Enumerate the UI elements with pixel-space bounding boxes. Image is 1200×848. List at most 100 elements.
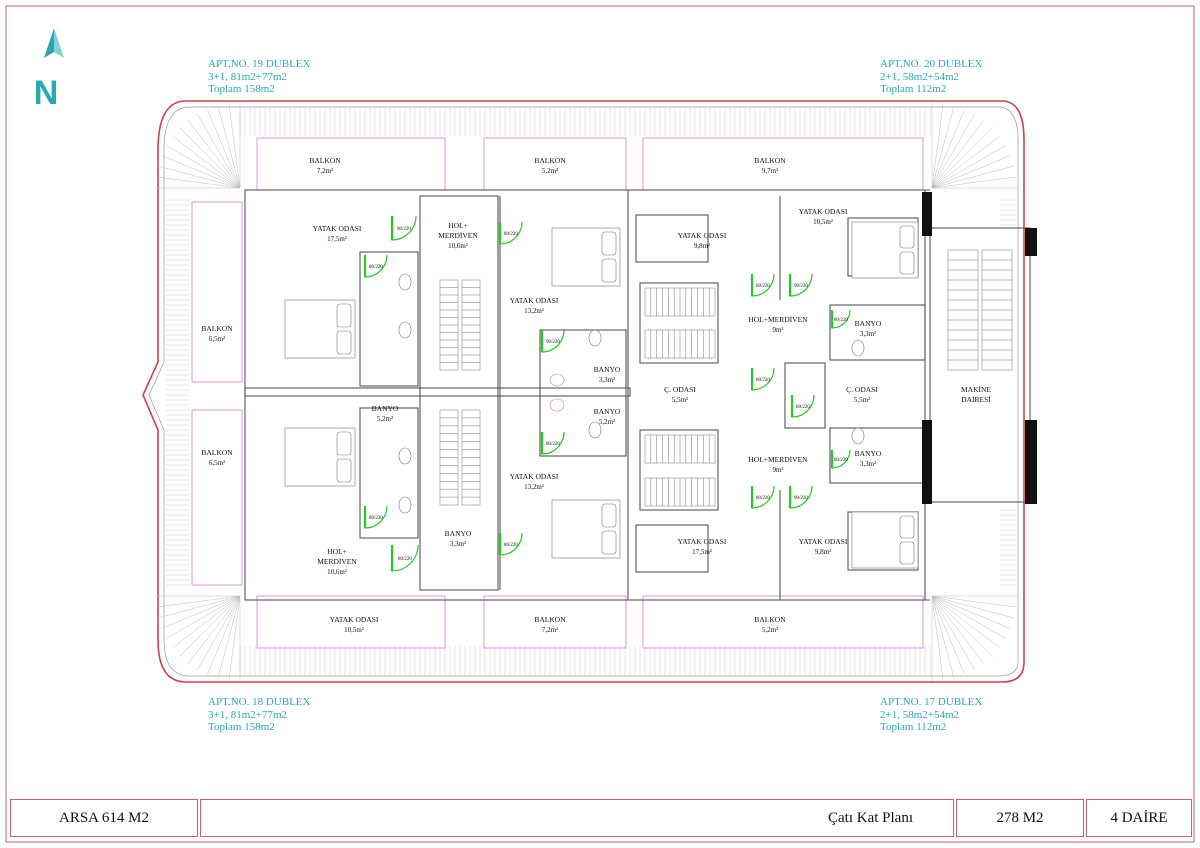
hip-line [228,595,241,681]
balcony-rail [483,595,627,649]
room-name: YATAK ODASI [313,224,362,233]
column [1025,420,1037,504]
sink [549,373,565,387]
door-size-label: 80/220 [796,405,810,410]
hip-line [172,595,241,648]
door-size-label: 80/220 [756,378,770,383]
toilet [588,421,602,439]
hip-line [931,145,1006,189]
roof-tile-hatch [166,108,1016,675]
room-name: BALKON [754,615,786,624]
room-area: 13,2m² [524,307,544,315]
hip-line [228,103,241,189]
room-name: BALKON [754,156,786,165]
room-area: 17,5m² [327,235,347,243]
pillow [601,258,617,283]
column [922,420,932,504]
pillow [899,515,915,539]
outer-border [5,5,1195,843]
room-area: 10,5m² [344,626,364,634]
room-name-2: MERDİVEN [438,231,478,240]
hip-line [931,103,944,189]
plan-name-text: Çatı Kat Planı [828,809,913,826]
hip-line [931,127,993,189]
wall-segment [359,407,419,539]
room-area: 5,2m² [762,626,778,634]
apt-18-info: APT.NO. 18 DUBLEX 3+1, 81m2+77m2 Toplam … [208,696,310,734]
wall-segment [635,214,709,263]
room-area: 9m² [772,326,783,334]
apt-total: Toplam 158m2 [208,721,275,733]
hip-line [931,114,975,189]
hip-line [931,155,1011,189]
room-area: 9,8m² [694,242,710,250]
door-size-label: 80/220 [369,265,383,270]
toilet [851,427,865,445]
hip-line [931,595,984,664]
room-name: BANYO [855,319,882,328]
column [922,192,932,236]
hip-line [931,595,1015,619]
hip-line [931,165,1015,189]
room-name-2: DAİRESİ [961,395,991,404]
apt-title: APT.NO. 19 DUBLEX [208,58,311,70]
room-name: BALKON [534,615,566,624]
hip-line [157,165,241,189]
apt-spec: 2+1, 58m2+54m2 [880,708,960,721]
toilet [588,329,602,347]
room-area: 5,2m² [599,418,615,426]
door-size-label: 90/220 [794,496,808,501]
room-name: YATAK ODASI [799,537,848,546]
room-area: 13,2m² [524,483,544,491]
hip-line [157,595,241,619]
room-area: 10,5m² [813,218,833,226]
hip-line [188,120,241,189]
apt-19-info: APT.NO. 19 DUBLEX 3+1, 81m2+77m2 Toplam … [208,58,310,96]
room-area: 7,2m² [317,167,333,175]
balcony-rail [191,409,243,586]
door-size-label: 90/220 [397,227,411,232]
apt-title: APT.NO. 17 DUBLEX [880,696,983,708]
hip-line [931,595,1000,648]
room-area: 5,2m² [542,167,558,175]
room-name: BANYO [445,529,472,538]
wall-segment [639,282,719,364]
room-area: 3,3m² [450,540,466,548]
door-size-label: 90/220 [546,340,560,345]
room-name: YATAK ODASI [678,537,727,546]
toilet [398,321,412,339]
hip-line [931,120,984,189]
apt-title: APT.NO. 20 DUBLEX [880,58,983,70]
toilet [398,447,412,465]
door-size-label: 90/220 [794,284,808,289]
staircases [439,249,1013,507]
north-arrow-icon [44,28,64,58]
hip-line [217,595,241,679]
hip-line [179,595,241,657]
door-size-label: 80/220 [546,442,560,447]
hip-line [931,595,965,675]
door-size-label: 80/220 [369,516,383,521]
wall-segment [829,304,926,361]
pillow [601,503,617,528]
hip-line [931,595,955,679]
hip-line [161,155,241,189]
wall-segment [929,227,1031,503]
column [1025,228,1037,256]
hip-line [197,114,241,189]
apt-title: APT.NO. 18 DUBLEX [208,696,311,708]
balcony-rail [256,137,446,191]
title-cell-area: 278 M2 [956,799,1084,837]
room-area: 6,5m² [209,335,225,343]
hip-line [931,595,1011,629]
pillow [899,541,915,565]
room-name-2: MERDİVEN [317,557,357,566]
room-name: BANYO [855,449,882,458]
title-cell-plan: Çatı Kat Planı [200,799,954,837]
door-size-label: 80/220 [504,232,518,237]
pillow [336,431,352,456]
room-name: YATAK ODASI [510,472,559,481]
room-area: 3,3m² [860,330,876,338]
hip-line [931,595,1017,608]
